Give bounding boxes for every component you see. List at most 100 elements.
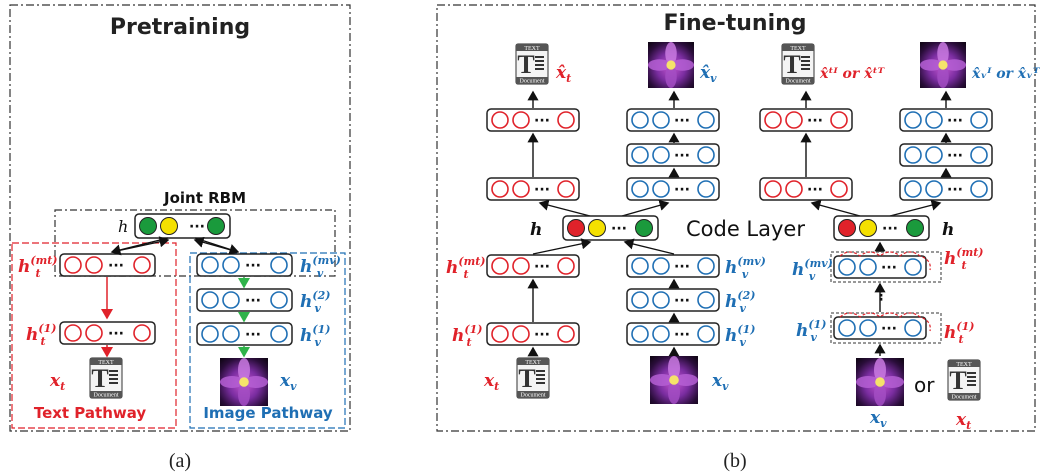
ft-image-encoder-bottom: ··· xyxy=(626,322,720,346)
image-to-joint-arrow xyxy=(193,236,239,253)
ft-text-decoder-layer-bottom: ··· xyxy=(486,177,580,201)
svg-text:T: T xyxy=(518,364,535,393)
xv-hat-label: x̂v xyxy=(699,63,717,85)
svg-text:···: ··· xyxy=(245,293,261,309)
svg-text:T: T xyxy=(783,50,800,79)
text-pathway-label: Text Pathway xyxy=(34,404,147,422)
ft-h-label-right: h xyxy=(942,220,954,240)
image-hidden-layer-top: ··· xyxy=(196,253,293,277)
image-hidden-layer-1: ··· xyxy=(196,322,293,346)
svg-text:···: ··· xyxy=(674,259,690,275)
ft-ht-1-label: h(1)t xyxy=(452,323,482,349)
svg-text:T: T xyxy=(949,366,966,395)
image-flower-icon xyxy=(220,358,268,406)
svg-text:Document: Document xyxy=(952,395,977,401)
svg-text:···: ··· xyxy=(189,219,205,235)
svg-text:···: ··· xyxy=(674,148,690,164)
ht-mt-label: h(mt)t xyxy=(18,254,58,280)
svg-text:···: ··· xyxy=(611,221,627,237)
ft2-ht-mt-label: h(mt)t xyxy=(944,246,984,272)
svg-text:···: ··· xyxy=(674,113,690,129)
svg-text:···: ··· xyxy=(947,113,963,129)
ft2-hv-mv-label: h(mv)v xyxy=(792,257,833,283)
ft2-ht-1-label: h(1)t xyxy=(944,320,974,346)
svg-text:T: T xyxy=(517,50,534,79)
svg-text:···: ··· xyxy=(534,327,550,343)
svg-text:TEXT: TEXT xyxy=(524,46,540,52)
ft-text-decoder-layer-top: ··· xyxy=(486,108,580,132)
image-pathway-label: Image Pathway xyxy=(203,404,333,422)
panel-b: Fine-tuning TEXT T Document x̂t x̂v ··· xyxy=(436,4,1040,472)
panel-a-title: Pretraining xyxy=(110,15,250,40)
shared-encoder-top-outline xyxy=(830,251,942,283)
svg-text:···: ··· xyxy=(534,113,550,129)
svg-text:Document: Document xyxy=(94,393,119,399)
panel-b-caption: (b) xyxy=(723,450,746,472)
panel-a-caption: (a) xyxy=(169,450,191,472)
out-text-document-icon: TEXT T Document xyxy=(515,43,549,85)
svg-text:···: ··· xyxy=(534,182,550,198)
in2-text-document-icon: TEXT T Document xyxy=(947,359,981,401)
svg-text:···: ··· xyxy=(947,148,963,164)
in-text-document-icon: TEXT T Document xyxy=(516,357,550,399)
xv-label: xv xyxy=(279,371,297,393)
ft-image-decoder-layer-1: ··· xyxy=(626,177,720,201)
ft2-image-decoder-layer-3: ··· xyxy=(899,108,993,132)
ft-image-decoder-layer-2: ··· xyxy=(626,143,720,167)
panel-a: Pretraining Joint RBM Text Pathway Image… xyxy=(9,4,351,472)
ft2-shared-encoder-bottom: ··· xyxy=(833,312,931,340)
ft-hv-2-label: h(2)v xyxy=(725,289,755,315)
ft-xt-label: xt xyxy=(483,371,499,393)
ft-text-encoder-top: ··· xyxy=(486,254,580,278)
hv-1-label: h(1)v xyxy=(300,323,330,349)
svg-text:Document: Document xyxy=(786,79,811,85)
ht-1-label: h(1)t xyxy=(26,322,56,348)
svg-text:···: ··· xyxy=(807,182,823,198)
image-pathway-region xyxy=(189,252,346,429)
ft-hv-1-label: h(1)v xyxy=(725,323,755,349)
panel-b-title: Fine-tuning xyxy=(663,11,806,36)
or-label: or xyxy=(914,373,935,397)
joint-rbm-region xyxy=(54,209,336,277)
ft2-text-decoder-layer-bottom: ··· xyxy=(759,177,853,201)
text-hidden-layer-1: ··· xyxy=(59,321,156,345)
ft2-xt-label: xt xyxy=(955,410,971,432)
xv-hat-pair-label: x̂ᵥᴵ or x̂ᵥᵀ xyxy=(971,66,1040,82)
svg-text:···: ··· xyxy=(674,182,690,198)
shared-encoder-ellipsis: ⋮ xyxy=(874,288,888,304)
shared-encoder-bottom-outline xyxy=(830,312,942,344)
svg-text:···: ··· xyxy=(534,259,550,275)
svg-text:TEXT: TEXT xyxy=(98,360,114,366)
svg-text:···: ··· xyxy=(108,258,124,274)
svg-text:Document: Document xyxy=(520,79,545,85)
in-image-flower-icon xyxy=(650,356,698,404)
svg-text:TEXT: TEXT xyxy=(525,360,541,366)
svg-text:···: ··· xyxy=(807,113,823,129)
code-layer-label: Code Layer xyxy=(686,217,805,241)
svg-text:···: ··· xyxy=(674,327,690,343)
panel-a-border xyxy=(9,4,351,432)
svg-text:···: ··· xyxy=(245,327,261,343)
code-layer-left: ··· xyxy=(562,215,659,241)
text-document-icon: TEXT T Document xyxy=(89,357,123,399)
out-image-flower-icon xyxy=(648,42,694,88)
joint-hidden-layer: ··· xyxy=(134,213,231,239)
svg-text:···: ··· xyxy=(947,182,963,198)
svg-text:Document: Document xyxy=(521,393,546,399)
out2-image-flower-icon xyxy=(920,42,966,88)
ft2-xv-label: xv xyxy=(869,408,887,430)
ft2-image-decoder-layer-1: ··· xyxy=(899,177,993,201)
ft-image-encoder-top: ··· xyxy=(626,254,720,278)
text-to-joint-arrow xyxy=(111,236,170,253)
svg-text:···: ··· xyxy=(674,293,690,309)
joint-rbm-label: Joint RBM xyxy=(163,189,246,207)
out2-text-document-icon: TEXT T Document xyxy=(781,43,815,85)
xt-hat-label: x̂t xyxy=(555,63,571,85)
text-hidden-layer-top: ··· xyxy=(59,253,156,277)
svg-text:TEXT: TEXT xyxy=(790,46,806,52)
svg-text:···: ··· xyxy=(882,221,898,237)
ft-text-encoder-bottom: ··· xyxy=(486,322,580,346)
ft-hv-mv-label: h(mv)v xyxy=(725,255,766,281)
svg-text:···: ··· xyxy=(881,260,897,276)
